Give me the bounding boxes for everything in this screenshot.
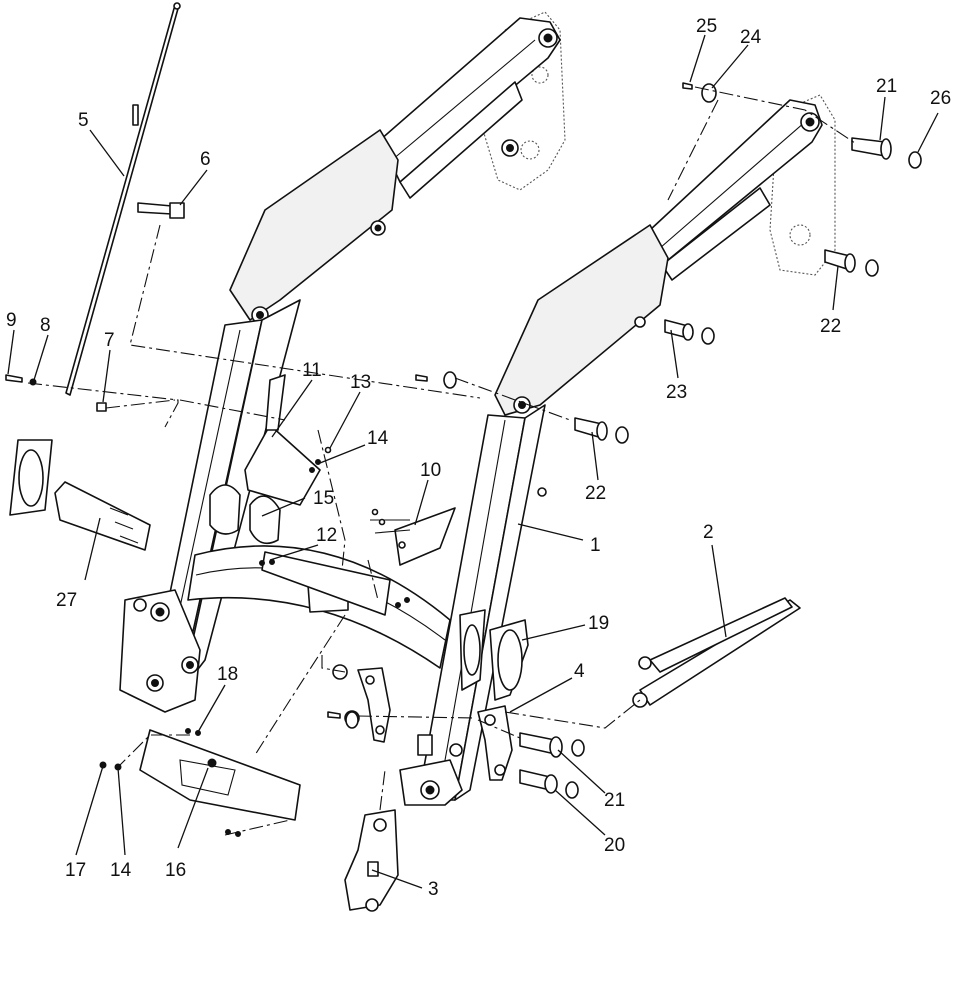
left-boom-upper-arm: [229, 17, 561, 324]
right-boom-upper-arm: [494, 99, 823, 416]
washer-24: [701, 83, 717, 103]
callout-6: 6: [200, 149, 211, 170]
callout-4: 4: [574, 661, 585, 682]
emblem-left: [9, 439, 53, 516]
callout-11: 11: [302, 360, 322, 381]
callout-27: 27: [56, 590, 77, 611]
callout-7: 7: [104, 330, 115, 351]
leader-lines: [7, 34, 939, 889]
pin-21-lower: [519, 732, 585, 758]
callout-20: 20: [604, 835, 625, 856]
callout-5: 5: [78, 110, 89, 131]
pin-22-upper: [824, 249, 879, 277]
callout-26: 26: [930, 88, 951, 109]
pin-22-lower: [574, 417, 629, 444]
callout-15: 15: [313, 488, 334, 509]
pin-6: [137, 202, 185, 219]
callout-10: 10: [420, 460, 441, 481]
callout-14-upper: 14: [367, 428, 389, 449]
cover-16: [139, 729, 301, 821]
cylinder-2: [632, 597, 801, 708]
washer-14-upper: [309, 459, 321, 473]
callout-labels: 1 2 3 4 5 6 7 8 9 10 11 12 13 14 14 15 1…: [6, 16, 951, 900]
bolt-25: [682, 82, 693, 90]
callout-18: 18: [217, 664, 238, 685]
callout-9: 9: [6, 310, 17, 331]
callout-22-lower: 22: [585, 483, 606, 504]
pin-21-upper: [851, 137, 892, 160]
pin-20: [519, 769, 579, 799]
plate-10: [370, 507, 456, 566]
mounting-bracket-left-phantom: [479, 11, 566, 191]
callout-1: 1: [590, 535, 601, 556]
washer-26: [908, 151, 922, 169]
plate-12: [259, 551, 410, 616]
callout-2: 2: [703, 522, 714, 543]
bolt-18: [185, 728, 241, 837]
pin-23: [664, 319, 715, 345]
right-boom-post: [399, 404, 547, 806]
callout-22-upper: 22: [820, 316, 841, 337]
bracket-11: [244, 374, 321, 506]
assembly-centerlines: [27, 86, 856, 836]
callout-19: 19: [588, 613, 609, 634]
callout-21-lower: 21: [604, 790, 625, 811]
callout-17: 17: [65, 860, 86, 881]
callout-23: 23: [666, 382, 687, 403]
callout-13: 13: [350, 372, 371, 393]
bolt-13: [324, 446, 332, 454]
spacer-7: [96, 402, 107, 412]
bolt-9: [5, 374, 23, 383]
washer-left-post: [327, 711, 359, 729]
callout-25: 25: [696, 16, 717, 37]
plate-4: [477, 705, 513, 781]
callout-16: 16: [165, 860, 186, 881]
cover-27: [54, 481, 151, 551]
u-bolt-15: [209, 484, 281, 545]
level-indicator-rod-5: [65, 2, 181, 396]
plate-center: [332, 664, 391, 743]
callout-8: 8: [40, 315, 51, 336]
callout-21-upper: 21: [876, 76, 897, 97]
washer-upper-left: [415, 371, 457, 389]
callout-24: 24: [740, 27, 762, 48]
link-3: [344, 809, 399, 912]
callout-3: 3: [428, 879, 439, 900]
callout-14-lower: 14: [110, 860, 132, 881]
emblem-19: [459, 609, 529, 701]
mounting-bracket-right-phantom: [769, 94, 836, 276]
callout-12: 12: [316, 525, 337, 546]
